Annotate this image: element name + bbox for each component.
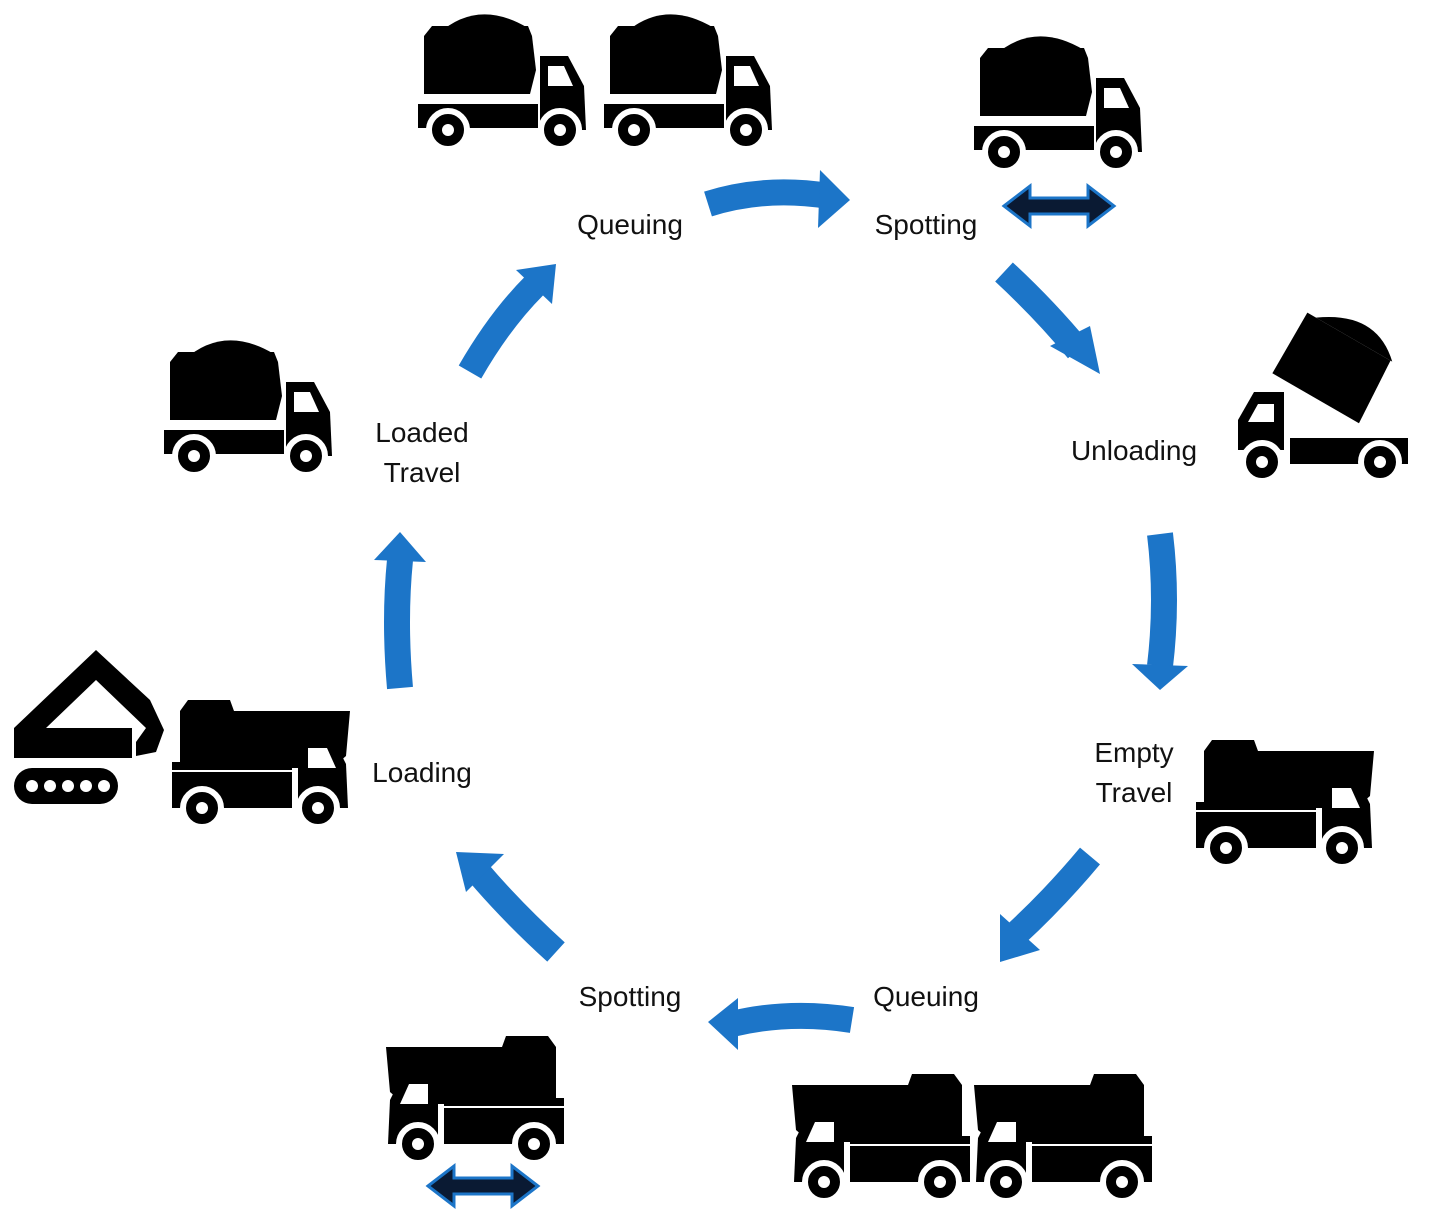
arrow-loaded-travel-to-queuing [458,264,556,379]
arrow-loading-to-loaded-travel [374,532,426,690]
loaded-truck-icon [164,340,332,475]
dump-truck-icon [792,1074,970,1201]
arrow-unloading-to-empty-travel [1132,532,1188,690]
arrow-empty-travel-to-queuing [1000,847,1100,962]
dump-truck-icon [172,700,350,827]
loaded-truck-icon [974,36,1142,171]
stage-label-spotting-load: Spotting [579,981,682,1012]
stage-label-loaded-travel-line1: Loaded [375,417,468,448]
dump-truck-icon [386,1036,564,1163]
tipping-truck-icon [1238,297,1408,481]
arrow-spotting-to-unloading [995,262,1100,374]
stage-label-empty-travel-line1: Empty [1094,737,1173,768]
stage-label-empty-travel-line2: Travel [1096,777,1173,808]
arrow-queuing-to-spotting [704,170,850,228]
double-arrow-icon [426,1164,540,1208]
loading-group [14,650,350,827]
spotting-unload-group [974,36,1142,228]
stage-label-queuing-loaded: Queuing [577,209,683,240]
stage-label-unloading: Unloading [1071,435,1197,466]
flow-arrows [374,170,1188,1050]
stage-label-loaded-travel-line2: Travel [384,457,461,488]
spotting-load-group [386,1036,564,1208]
stage-label-spotting-unload: Spotting [875,209,978,240]
excavator-icon [14,650,164,804]
loaded-truck-icon [418,14,586,149]
arrow-spotting-to-loading [456,852,565,962]
stage-label-loading: Loading [372,757,472,788]
dump-truck-icon [1196,740,1374,867]
queuing-empty-trucks [792,1074,1152,1201]
double-arrow-icon [1002,184,1116,228]
stage-label-queuing-empty: Queuing [873,981,979,1012]
loaded-truck-icon [604,14,772,149]
arrow-queuing-to-spotting-load [708,998,855,1050]
queuing-loaded-trucks [418,14,772,149]
dump-truck-icon [974,1074,1152,1201]
